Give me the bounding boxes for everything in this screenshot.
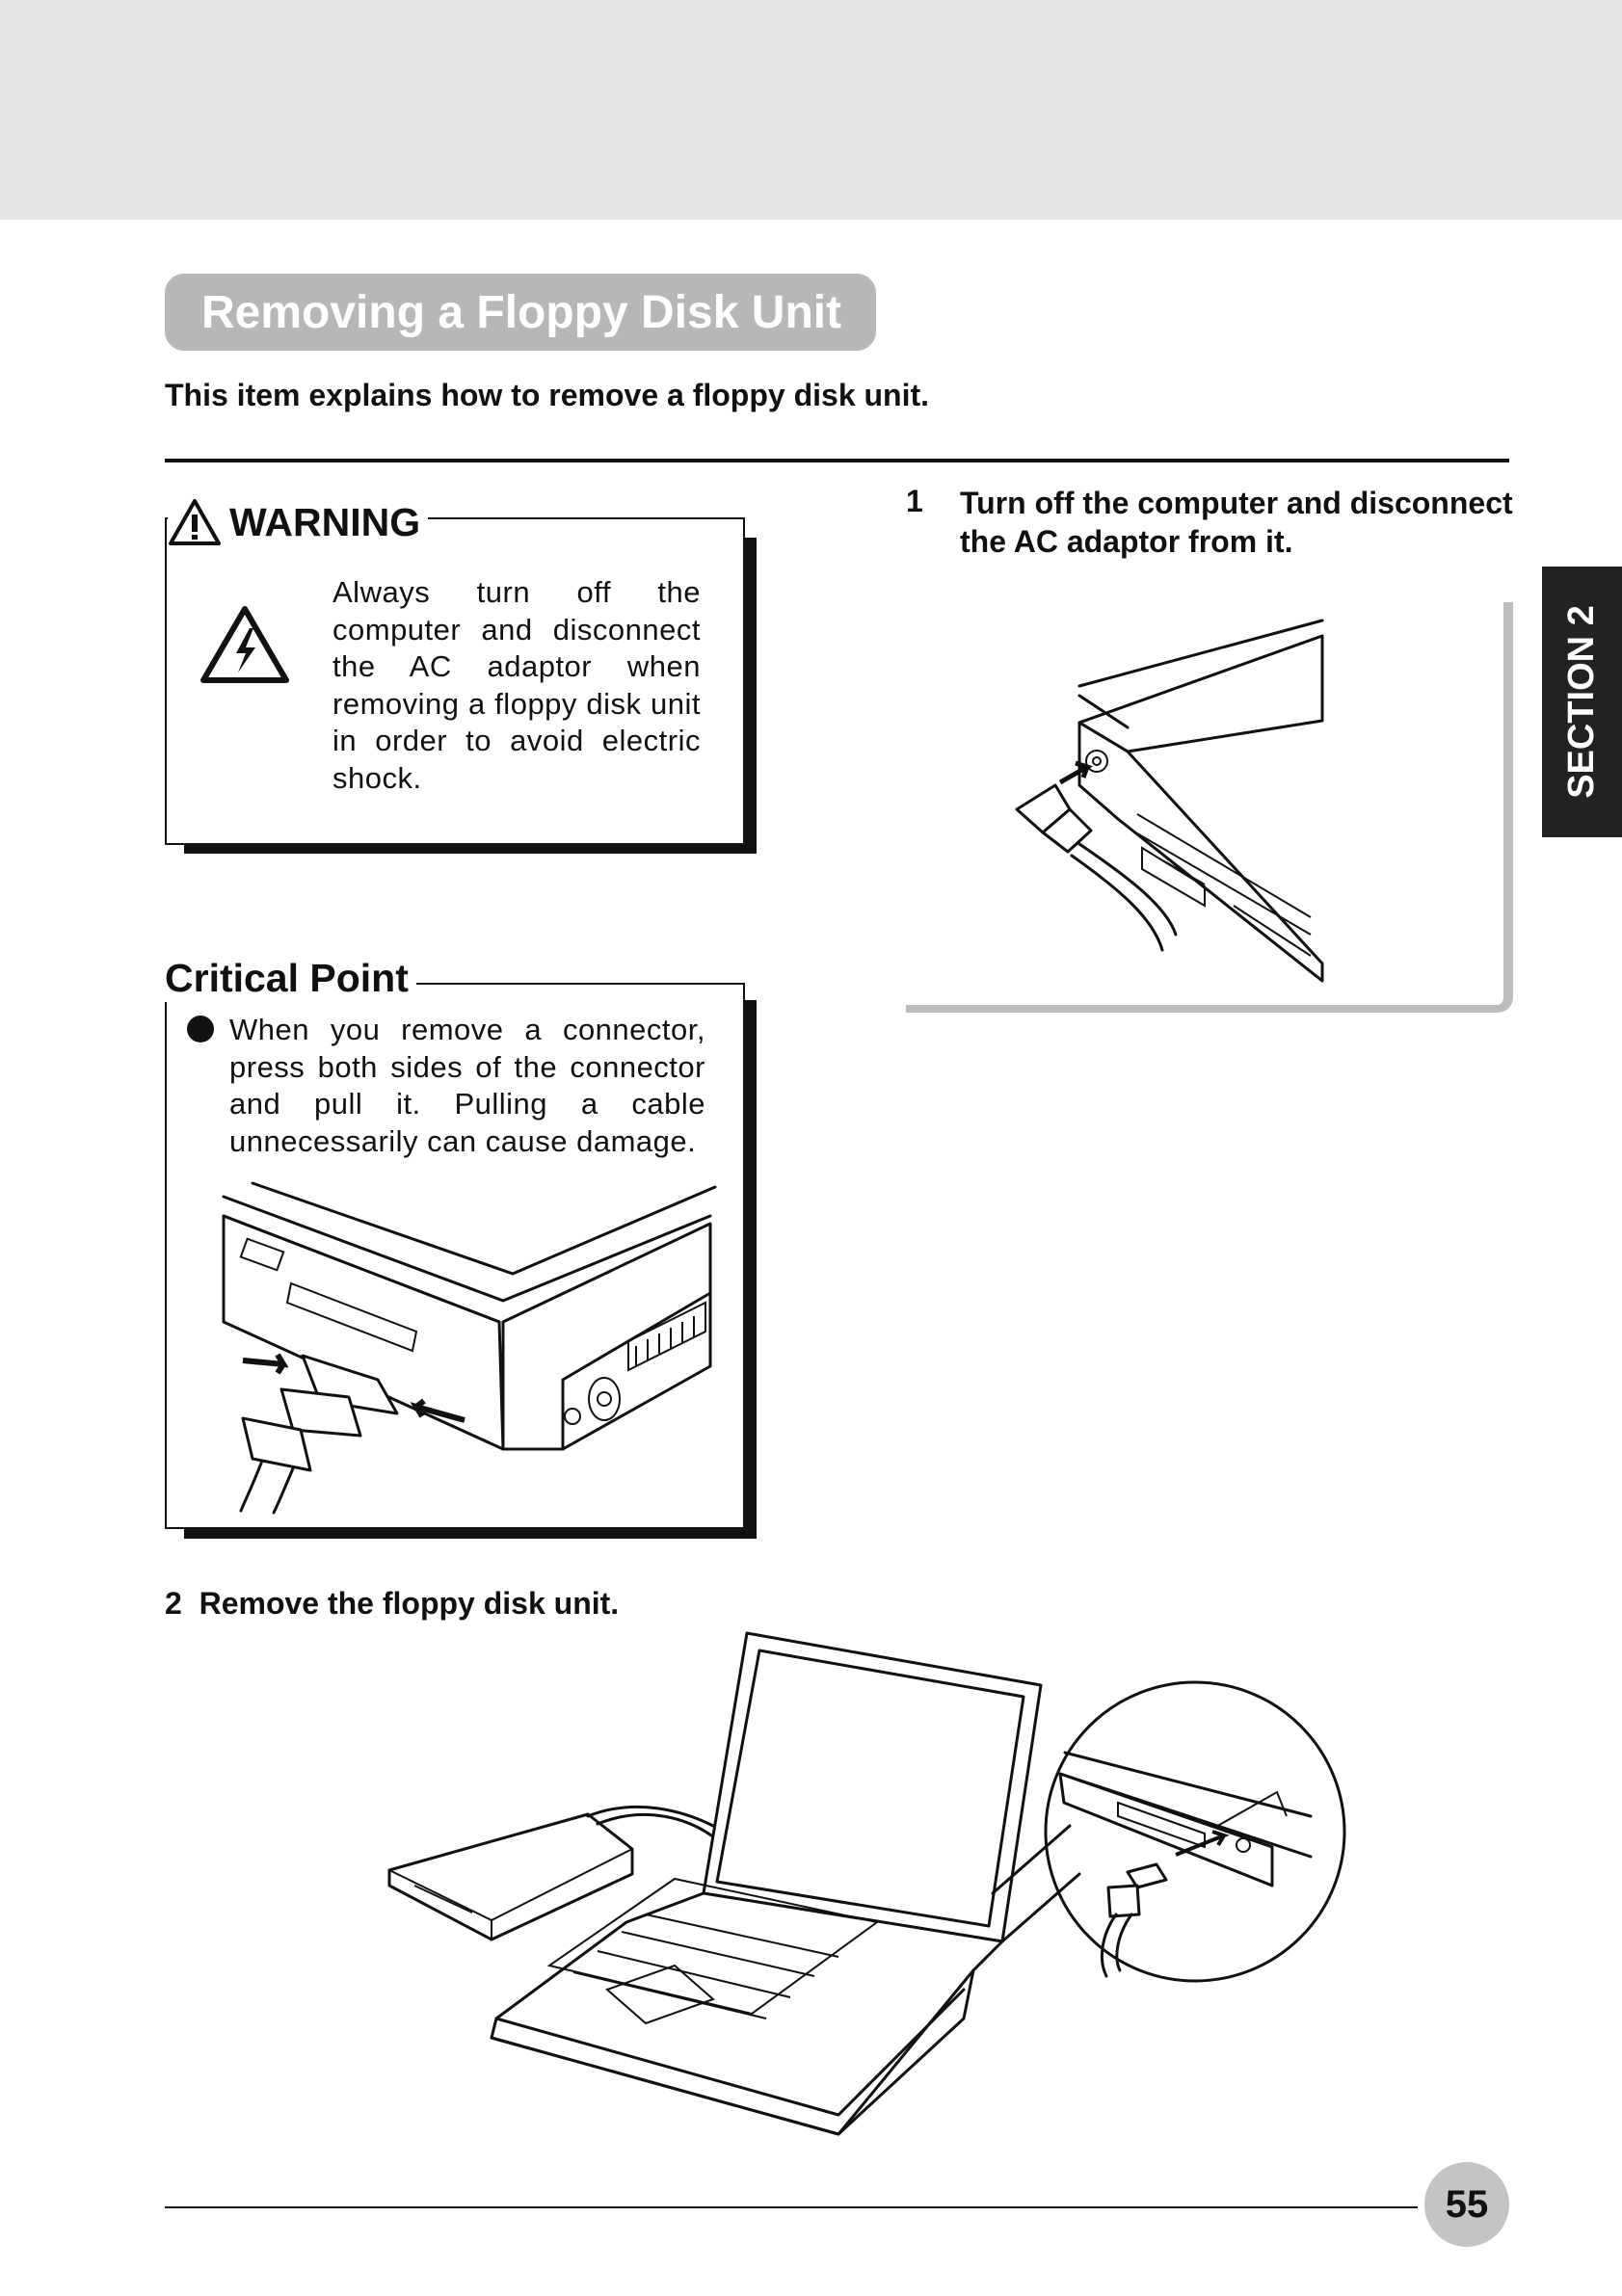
page-number-badge: 55	[1424, 2162, 1509, 2247]
step-2-number: 2	[165, 1586, 182, 1621]
intro-text: This item explains how to remove a flopp…	[165, 378, 930, 412]
floppy-unit-removal-illustration	[387, 1631, 1346, 2136]
warning-heading-label: WARNING	[229, 499, 421, 544]
warning-heading: WARNING	[168, 495, 429, 549]
page-number: 55	[1445, 2182, 1489, 2226]
bottom-divider	[165, 2206, 1418, 2208]
connector-removal-illustration	[222, 1181, 717, 1515]
step-2-label: Remove the floppy disk unit.	[199, 1586, 620, 1621]
warning-triangle-icon	[169, 499, 221, 545]
step-1-illustration-frame	[906, 602, 1513, 1013]
warning-text: Always turn off the computer and disconn…	[332, 575, 701, 795]
section-tab-label: SECTION 2	[1561, 605, 1603, 799]
header-band	[0, 0, 1622, 220]
critical-point-heading-label: Critical Point	[165, 955, 409, 1000]
ac-adaptor-disconnect-illustration	[1015, 619, 1324, 983]
section-tab: SECTION 2	[1542, 567, 1622, 837]
step-1-number: 1	[906, 484, 923, 518]
step-1-text: Turn off the computer and disconnect the…	[960, 486, 1513, 559]
critical-point-heading: Critical Point	[165, 954, 416, 1002]
electric-shock-icon	[200, 606, 289, 683]
page-title-banner: Removing a Floppy Disk Unit	[165, 274, 876, 351]
top-divider	[165, 459, 1509, 462]
page-title: Removing a Floppy Disk Unit	[201, 286, 842, 338]
bullet-icon	[187, 1016, 214, 1042]
critical-point-text: When you remove a connector, press both …	[229, 1013, 705, 1158]
step-2-text: 2 Remove the floppy disk unit.	[165, 1586, 619, 1622]
